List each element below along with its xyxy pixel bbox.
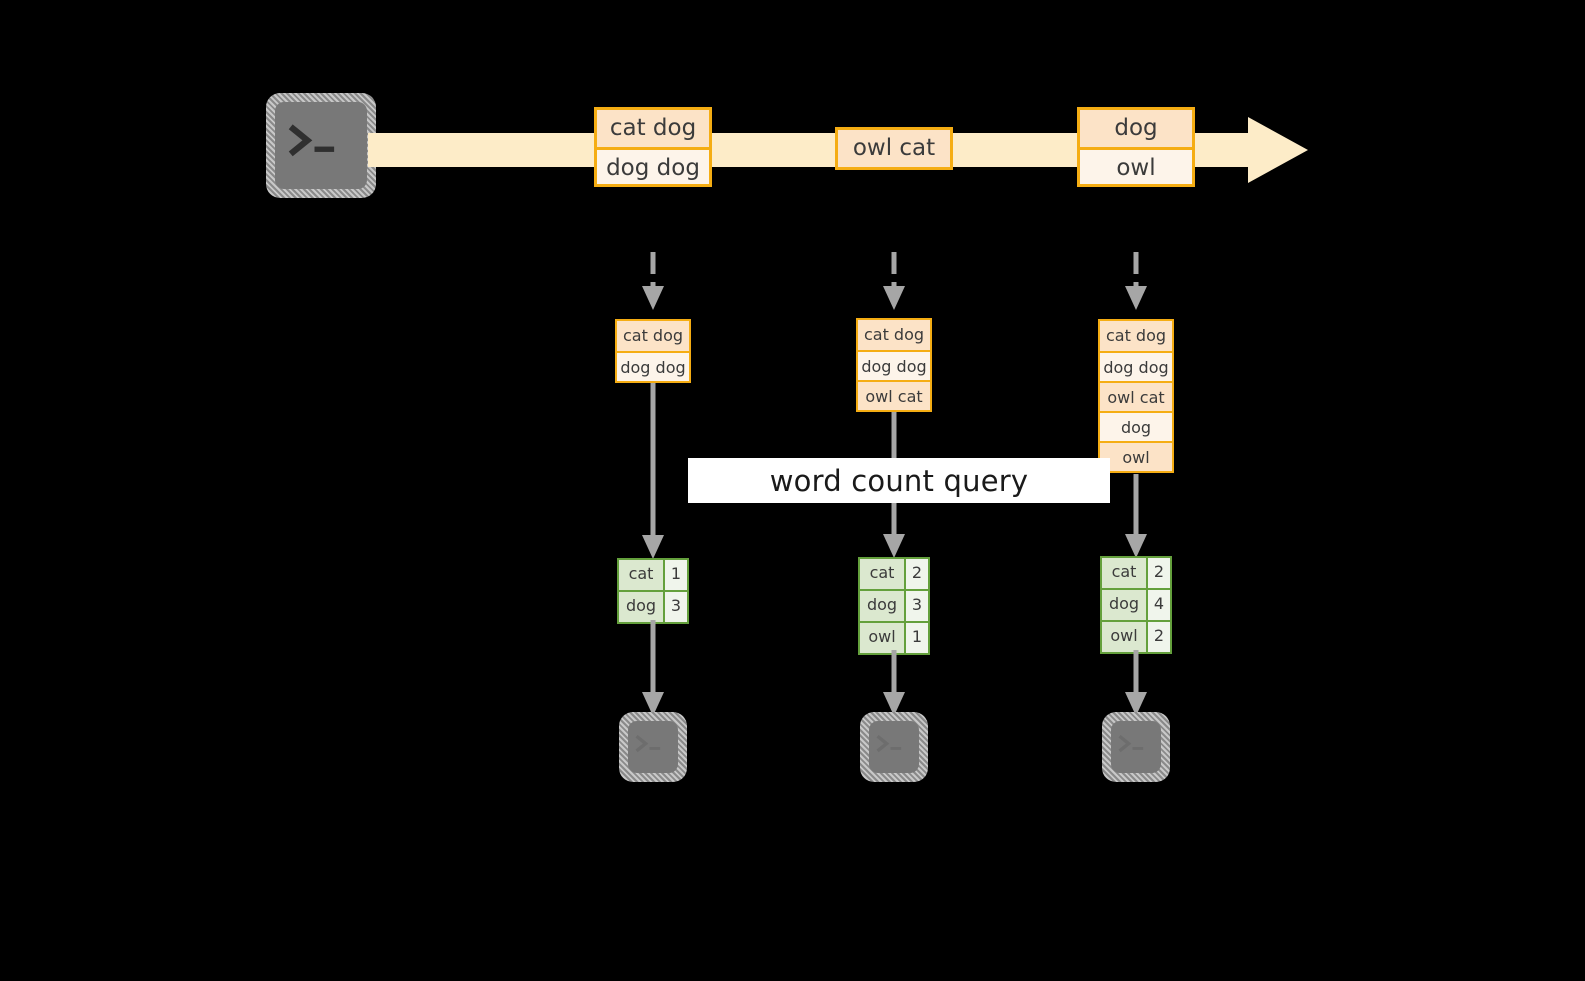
worker-input-stack-col-2[interactable]: cat dog dog dog owl cat: [856, 318, 932, 412]
sink-arrow-col-1: [642, 620, 664, 716]
message-row: owl cat: [838, 130, 950, 167]
result-table-col-1[interactable]: cat 1 dog 3: [617, 558, 689, 624]
stream-message-1[interactable]: cat dog dog dog: [594, 107, 712, 187]
result-word: cat: [860, 559, 904, 589]
result-count: 3: [663, 592, 687, 622]
worker-input-row: cat dog: [858, 320, 930, 350]
result-word: cat: [1102, 558, 1146, 588]
result-word: dog: [619, 592, 663, 622]
table-row: dog 4: [1102, 588, 1170, 620]
worker-input-stack-col-1[interactable]: cat dog dog dog: [615, 319, 691, 383]
result-word: dog: [860, 591, 904, 621]
source-terminal-icon: [266, 93, 376, 198]
sink-arrow-col-2: [883, 650, 905, 716]
table-row: dog 3: [860, 589, 928, 621]
sink-terminal-icon-col-3: [1102, 712, 1170, 782]
message-row: dog: [1080, 110, 1192, 147]
worker-input-row: cat dog: [617, 321, 689, 351]
process-arrow-col-3: [1125, 474, 1147, 558]
worker-input-row: owl cat: [858, 380, 930, 410]
table-row: cat 1: [619, 560, 687, 590]
message-row: owl: [1080, 147, 1192, 184]
result-count: 3: [904, 591, 928, 621]
result-word: cat: [619, 560, 663, 590]
worker-input-row: owl cat: [1100, 381, 1172, 411]
sink-terminal-icon-col-2: [860, 712, 928, 782]
result-count: 1: [904, 623, 928, 653]
prompt-caret-underscore-icon: [635, 735, 661, 753]
worker-input-row: dog dog: [617, 351, 689, 381]
result-word: dog: [1102, 590, 1146, 620]
result-word: owl: [860, 623, 904, 653]
worker-input-stack-col-3[interactable]: cat dog dog dog owl cat dog owl: [1098, 319, 1174, 473]
result-count: 2: [1146, 622, 1170, 652]
feed-arrow-col-2: [883, 252, 905, 310]
table-row: cat 2: [860, 559, 928, 589]
prompt-caret-underscore-icon: [876, 735, 902, 753]
feed-arrow-col-3: [1125, 252, 1147, 310]
stream-message-3[interactable]: dog owl: [1077, 107, 1195, 187]
message-row: cat dog: [597, 110, 709, 147]
message-row: dog dog: [597, 147, 709, 184]
terminal-screen: [275, 102, 367, 189]
query-label-text: word count query: [769, 463, 1029, 498]
result-count: 4: [1146, 590, 1170, 620]
result-count: 2: [904, 559, 928, 589]
result-count: 1: [663, 560, 687, 590]
table-row: dog 3: [619, 590, 687, 622]
sink-arrow-col-3: [1125, 650, 1147, 716]
table-row: owl 1: [860, 621, 928, 653]
worker-input-row: dog: [1100, 411, 1172, 441]
sink-terminal-icon-col-1: [619, 712, 687, 782]
terminal-screen: [1111, 721, 1161, 773]
terminal-screen: [869, 721, 919, 773]
feed-arrow-col-1: [642, 252, 664, 310]
table-row: owl 2: [1102, 620, 1170, 652]
prompt-caret-underscore-icon: [1118, 735, 1144, 753]
prompt-caret-underscore-icon: [288, 124, 335, 157]
table-row: cat 2: [1102, 558, 1170, 588]
query-label-band: word count query: [688, 458, 1110, 503]
result-count: 2: [1146, 558, 1170, 588]
worker-input-row: dog dog: [858, 350, 930, 380]
worker-input-row: owl: [1100, 441, 1172, 471]
stream-message-2[interactable]: owl cat: [835, 127, 953, 170]
result-table-col-3[interactable]: cat 2 dog 4 owl 2: [1100, 556, 1172, 654]
worker-input-row: cat dog: [1100, 321, 1172, 351]
result-word: owl: [1102, 622, 1146, 652]
result-table-col-2[interactable]: cat 2 dog 3 owl 1: [858, 557, 930, 655]
worker-input-row: dog dog: [1100, 351, 1172, 381]
terminal-screen: [628, 721, 678, 773]
process-arrow-col-1: [642, 383, 664, 559]
